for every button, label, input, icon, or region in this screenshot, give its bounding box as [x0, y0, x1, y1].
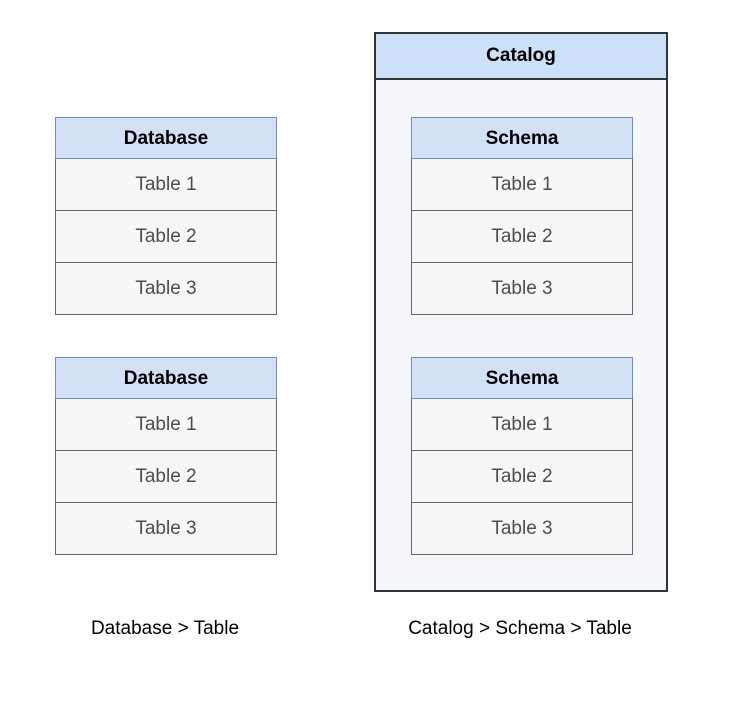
database-entity-2-row-2: Table 2 [55, 451, 277, 503]
database-entity-1: Database Table 1 Table 2 Table 3 [55, 117, 277, 315]
database-entity-1-row-1: Table 1 [55, 159, 277, 211]
database-entity-2-row-3: Table 3 [55, 503, 277, 555]
schema-entity-2: Schema Table 1 Table 2 Table 3 [411, 357, 633, 555]
database-entity-2-row-1: Table 1 [55, 399, 277, 451]
schema-entity-1-row-1: Table 1 [411, 159, 633, 211]
database-entity-1-row-2: Table 2 [55, 211, 277, 263]
schema-entity-2-header: Schema [411, 357, 633, 399]
schema-entity-2-row-1: Table 1 [411, 399, 633, 451]
database-entity-1-row-3: Table 3 [55, 263, 277, 315]
schema-entity-2-row-3: Table 3 [411, 503, 633, 555]
schema-entity-2-row-2: Table 2 [411, 451, 633, 503]
schema-entity-1-row-3: Table 3 [411, 263, 633, 315]
schema-entity-1: Schema Table 1 Table 2 Table 3 [411, 117, 633, 315]
catalog-header: Catalog [376, 34, 666, 80]
database-entity-2-header: Database [55, 357, 277, 399]
schema-entity-1-header: Schema [411, 117, 633, 159]
left-column-caption: Database > Table [90, 618, 240, 639]
database-entity-2: Database Table 1 Table 2 Table 3 [55, 357, 277, 555]
database-entity-1-header: Database [55, 117, 277, 159]
right-column-caption: Catalog > Schema > Table [408, 618, 632, 639]
schema-entity-1-row-2: Table 2 [411, 211, 633, 263]
